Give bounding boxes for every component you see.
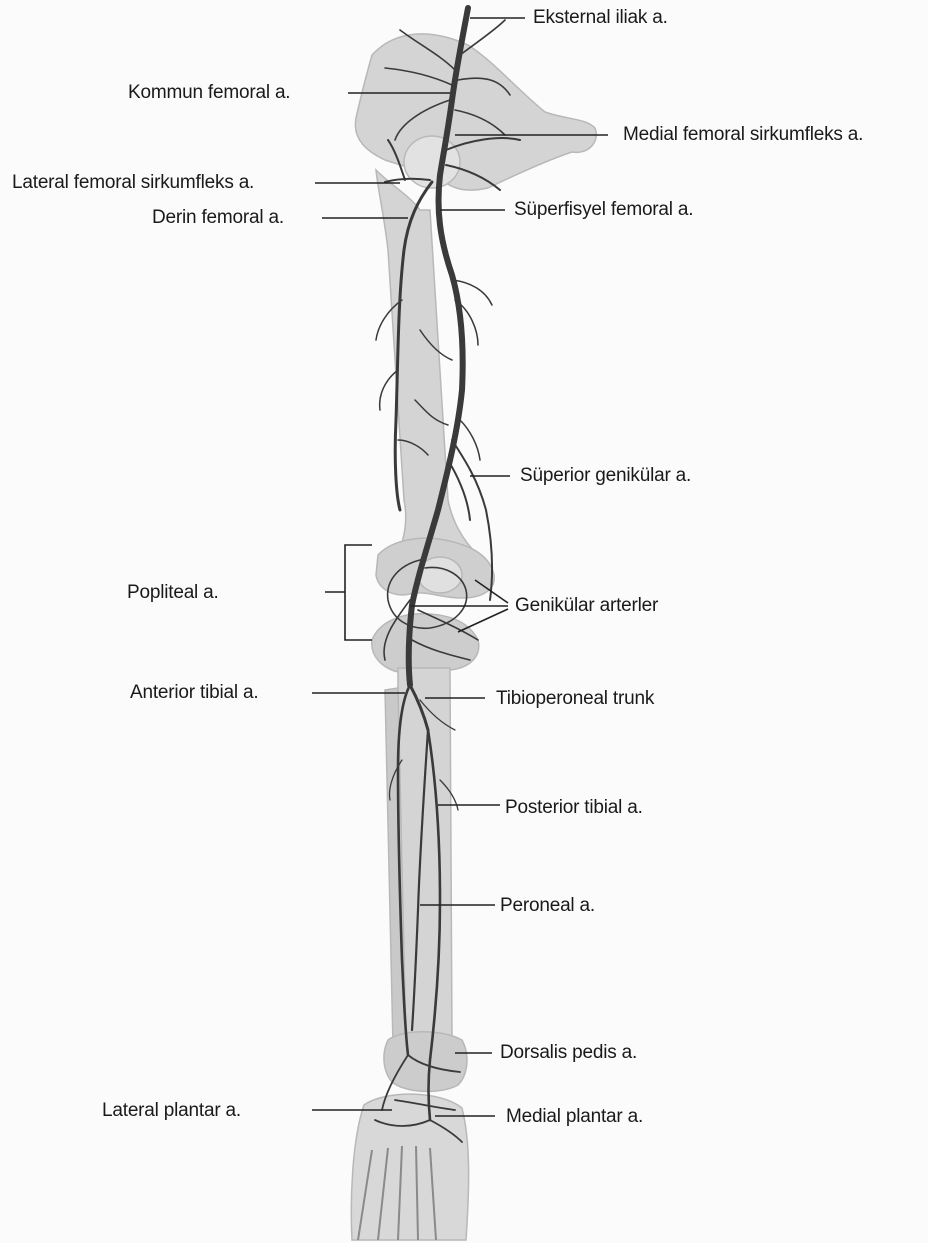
label-medial-plantar: Medial plantar a.: [506, 1106, 643, 1128]
label-medial-femoral-sirkumfleks: Medial femoral sirkumfleks a.: [623, 124, 863, 146]
pelvis-bone: [355, 34, 596, 190]
label-peroneal: Peroneal a.: [500, 895, 595, 917]
label-superior-genikular: Süperior genikülar a.: [520, 465, 691, 487]
label-kommun-femoral: Kommun femoral a.: [128, 82, 290, 104]
femoral-head: [404, 136, 460, 188]
ankle-bones: [384, 1032, 467, 1092]
label-derin-femoral: Derin femoral a.: [152, 207, 284, 229]
label-genikular-arterler: Genikülar arterler: [515, 595, 658, 617]
label-lateral-plantar: Lateral plantar a.: [102, 1100, 241, 1122]
popliteal-bracket: [325, 545, 372, 640]
label-superfisyel-femoral: Süperfisyel femoral a.: [514, 199, 693, 221]
label-eksternal-iliak: Eksternal iliak a.: [533, 7, 668, 29]
tibial-plateau: [372, 614, 479, 672]
leader-genikular-3: [458, 609, 508, 632]
label-lateral-femoral-sirkumfleks: Lateral femoral sirkumfleks a.: [12, 172, 254, 194]
label-anterior-tibial: Anterior tibial a.: [130, 682, 258, 704]
label-tibioperoneal-trunk: Tibioperoneal trunk: [496, 688, 654, 710]
label-popliteal: Popliteal a.: [127, 582, 219, 604]
label-dorsalis-pedis: Dorsalis pedis a.: [500, 1042, 637, 1064]
label-posterior-tibial: Posterior tibial a.: [505, 797, 643, 819]
